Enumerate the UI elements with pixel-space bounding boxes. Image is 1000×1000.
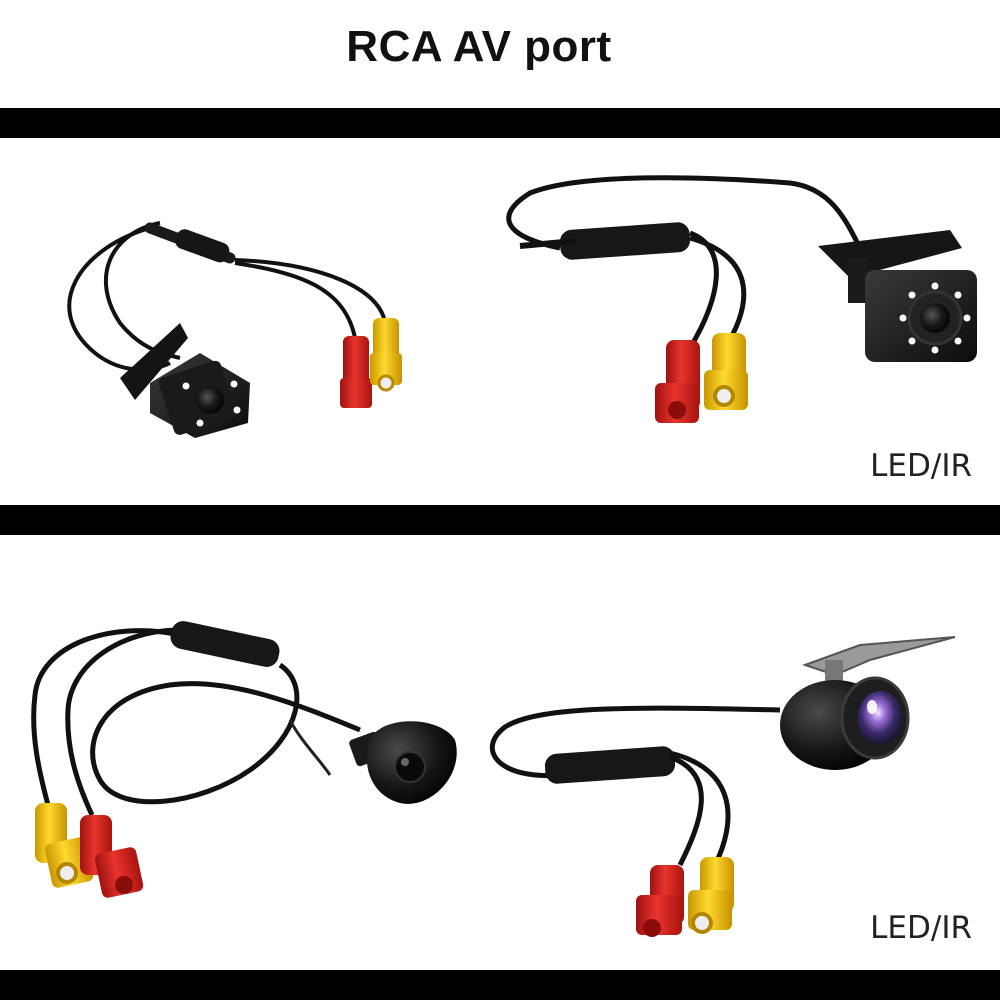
product-photo-bottom: [31, 621, 956, 937]
camera-bracket-1: [120, 323, 188, 400]
divider-bar-bottom: [0, 970, 1000, 1000]
led-ir-label-bottom: LED/IR: [870, 910, 972, 946]
camera-lens-3: [394, 751, 426, 783]
round-fisheye-camera-group: [490, 636, 956, 937]
camera-lens-2: [920, 303, 950, 333]
divider-bar-middle: [0, 505, 1000, 535]
camera-lens-1: [196, 386, 224, 414]
led-ir-label-top: LED/IR: [870, 448, 972, 484]
camera-4-led-group: [67, 221, 402, 438]
divider-bar-top: [0, 108, 1000, 138]
page-title: RCA AV port: [346, 22, 612, 71]
fisheye-lens: [858, 691, 902, 745]
mini-dome-camera-group: [31, 621, 457, 898]
product-photo-top: [67, 175, 977, 438]
camera-8-led-group: [506, 175, 977, 423]
